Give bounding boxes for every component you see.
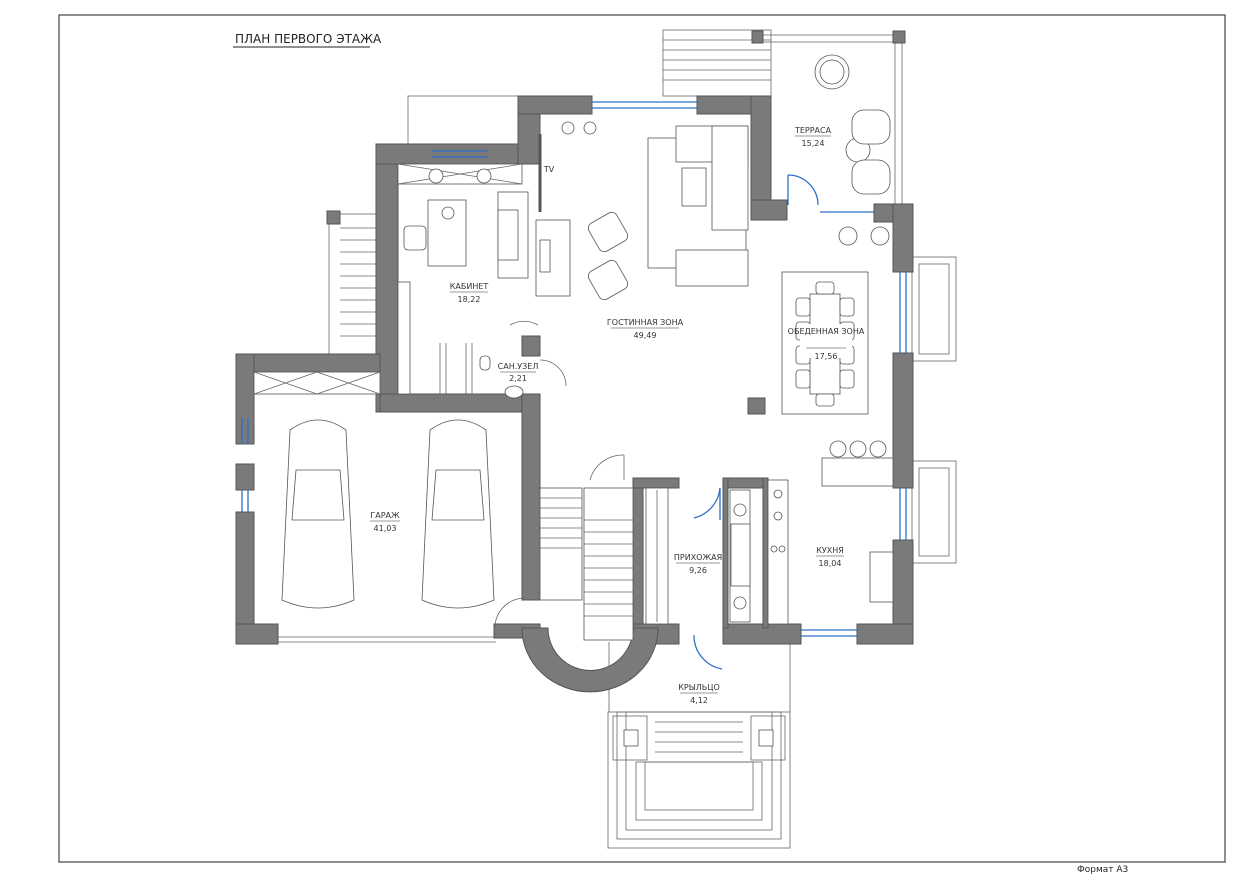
room-name: ГАРАЖ [370,511,400,520]
room-terrace: ТЕРРАСА 15,24 [794,126,832,148]
sheet-title: ПЛАН ПЕРВОГО ЭТАЖА [235,32,382,46]
walls [235,30,914,693]
sheet-format: Формат А3 [1077,865,1128,875]
room-office: КАБИНЕТ 18,22 [450,282,489,304]
room-area: 2,21 [509,374,527,383]
room-area: 9,26 [689,566,707,575]
room-area: 18,22 [458,295,481,304]
room-name: КРЫЛЬЦО [678,683,720,692]
room-garage: ГАРАЖ 41,03 [370,511,400,533]
windows [241,101,907,637]
furniture [281,54,891,609]
room-kitchen: КУХНЯ 18,04 [816,546,844,568]
tv-label: TV [543,165,555,174]
room-name: ГОСТИННАЯ ЗОНА [607,318,684,327]
room-name: КАБИНЕТ [450,282,489,291]
room-name: ПРИХОЖАЯ [674,553,722,562]
room-area: 4,12 [690,696,708,705]
room-name: САН.УЗЕЛ [498,362,539,371]
room-name: ТЕРРАСА [794,126,832,135]
room-area: 41,03 [374,524,397,533]
room-name: ОБЕДЕННАЯ ЗОНА [788,327,865,336]
room-hall: ПРИХОЖАЯ 9,26 [674,553,722,575]
room-area: 17,56 [815,352,838,361]
room-name: КУХНЯ [816,546,844,555]
room-living: ГОСТИННАЯ ЗОНА 49,49 [607,318,684,340]
room-porch: КРЫЛЬЦО 4,12 [678,683,720,705]
doors [494,174,819,670]
room-area: 15,24 [802,139,825,148]
partitions [253,134,894,641]
room-labels: ТЕРРАСА 15,24 КАБИНЕТ 18,22 ГОСТИННАЯ ЗО… [370,126,865,705]
room-area: 49,49 [634,331,657,340]
room-bathroom: САН.УЗЕЛ 2,21 [498,362,539,383]
sheet-border [58,14,1226,863]
room-area: 18,04 [819,559,842,568]
room-dining: ОБЕДЕННАЯ ЗОНА 17,56 [788,324,865,361]
